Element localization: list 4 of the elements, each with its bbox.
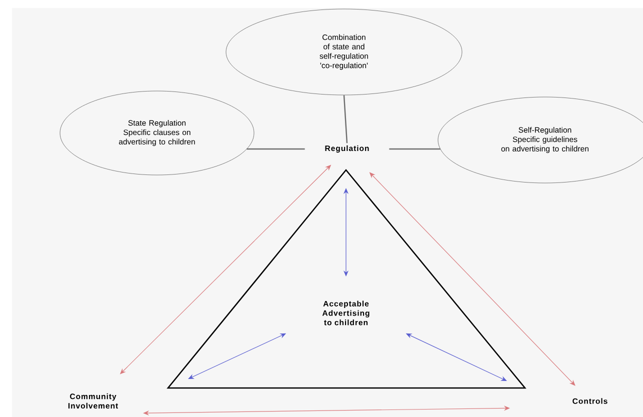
connector-line	[343, 95, 348, 144]
connector-line	[246, 148, 305, 150]
arrow	[143, 406, 510, 416]
connector-line	[389, 148, 440, 150]
